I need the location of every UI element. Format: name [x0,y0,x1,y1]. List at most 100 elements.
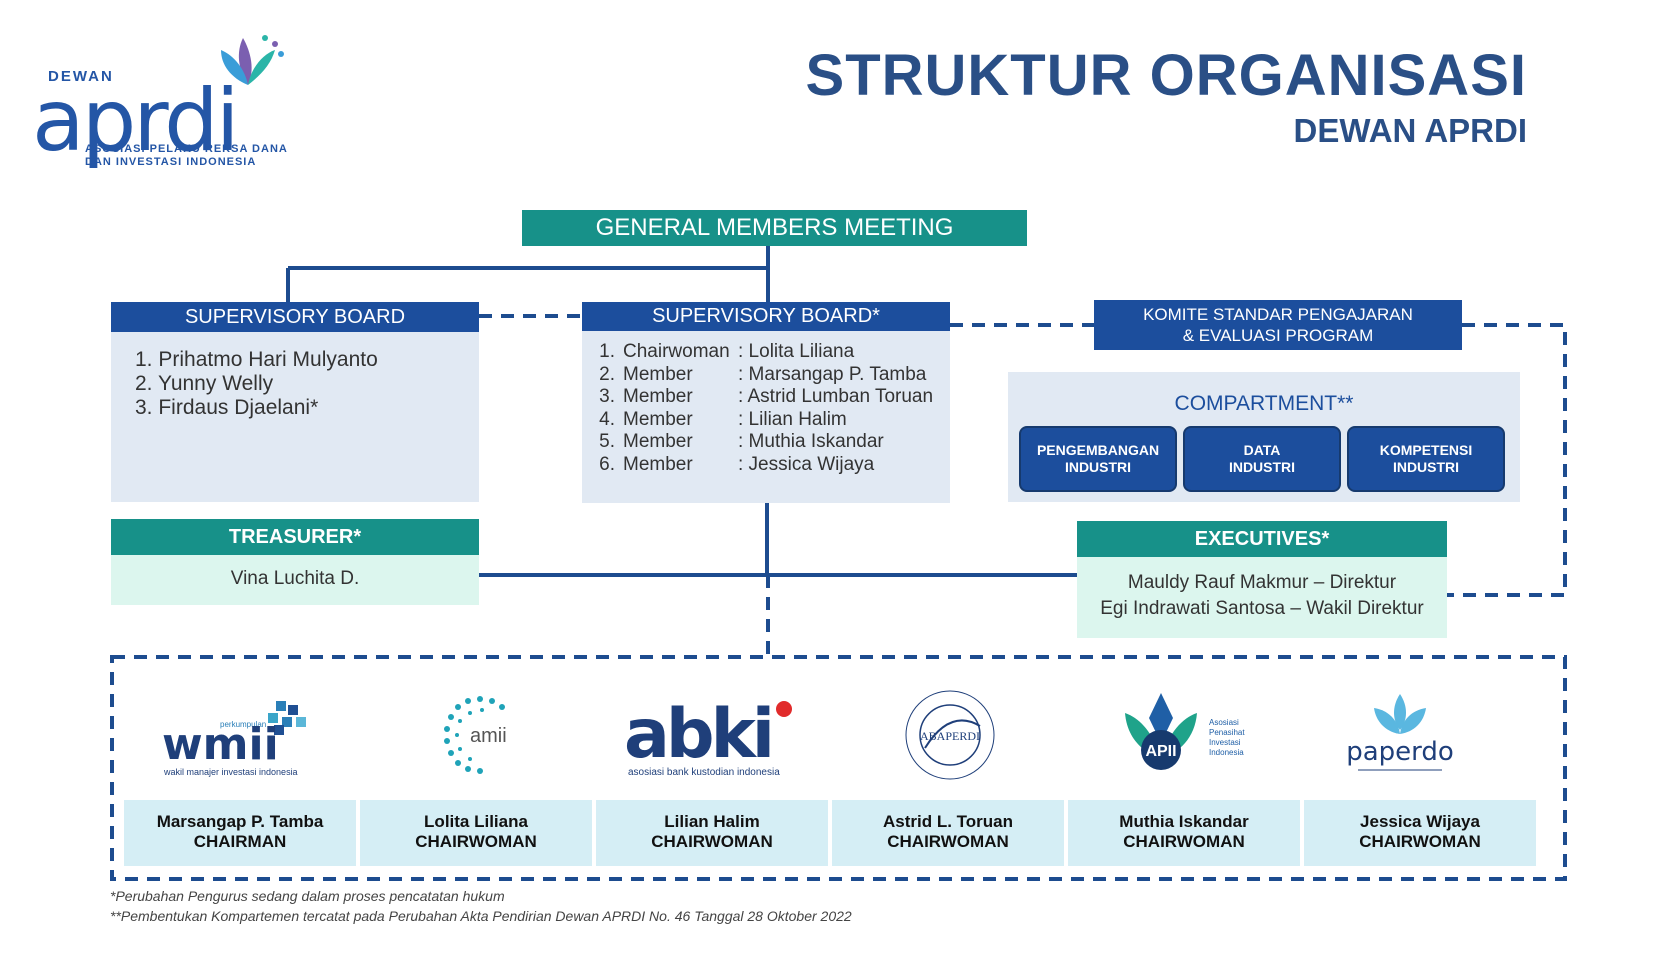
executive-director: Mauldy Rauf Makmur – Direktur [1127,572,1397,593]
apii-subtitle: Asosiasi Penasihat Investasi Indonesia [1209,718,1245,757]
supervisory-member: 2. Yunny Welly [135,372,274,395]
amii-logo: amii [430,688,530,783]
compartment-pengembangan-industri: PENGEMBANGAN INDUSTRI [1019,426,1177,492]
org-card-wmii: Marsangap P. Tamba CHAIRMAN [124,800,356,866]
abaperdi-logo-graphic: ABAPERDI [905,690,995,780]
org-chair-name: Lolita Liliana [424,812,528,831]
member-number: 5. [599,431,615,452]
aprdi-logo: DEWAN aprdi ASOSIASI PELAKU REKSA DANA D… [28,30,287,171]
page-subtitle: DEWAN APRDI [1293,112,1527,149]
org-card-abki: Lilian Halim CHAIRWOMAN [596,800,828,866]
compartment-item-line: DATA [1243,442,1281,458]
abaperdi-wordmark: ABAPERDI [920,729,980,743]
executives-list: Mauldy Rauf Makmur – Direktur Egi Indraw… [1077,557,1447,638]
treasurer-header: TREASURER* [111,519,479,555]
member-name: : Jessica Wijaya [738,453,875,475]
apii-logo-graphic: APII Asosiasi Penasihat Investasi Indone… [1125,693,1245,770]
org-card-paperdo: Jessica Wijaya CHAIRWOMAN [1304,800,1536,866]
treasurer-name: Vina Luchita D. [111,555,479,605]
compartment-item-line: KOMPETENSI [1379,442,1473,458]
member-role: Member [623,386,693,407]
member-name: : Lolita Liliana [738,341,855,362]
abaperdi-logo: ABAPERDI [900,688,1000,783]
supervisory-member: 3. Firdaus Djaelani* [135,396,319,419]
supervisory-member: 1. Prihatmo Hari Mulyanto [135,348,378,371]
abki-subtitle: asosiasi bank kustodian indonesia [628,767,780,778]
apii-logo: APII Asosiasi Penasihat Investasi Indone… [1115,688,1255,783]
org-chair-role: CHAIRWOMAN [415,832,537,851]
org-chair-role: CHAIRWOMAN [887,832,1009,851]
member-number: 1. [599,341,615,362]
logo-dewan-text: DEWAN [48,68,114,85]
member-role: Member [623,363,693,385]
member-name: : Marsangap P. Tamba [738,363,927,385]
org-card-abaperdi: Astrid L. Toruan CHAIRWOMAN [832,800,1064,866]
supervisory-member-row: 3. Member : Astrid Lumban Toruan [587,386,950,409]
member-role: Member [623,431,693,452]
compartment-item-line: INDUSTRI [1064,459,1132,475]
member-number: 2. [599,363,615,385]
supervisory-member-row: 2. Member : Marsangap P. Tamba [587,364,950,387]
lotus-icon [221,35,284,85]
compartment-kompetensi-industri: KOMPETENSI INDUSTRI [1347,426,1505,492]
member-name: : Lilian Halim [738,408,847,430]
paperdo-wordmark: paperdo [1346,737,1454,767]
komite-line-2: & EVALUASI PROGRAM [1182,326,1374,345]
supervisory-member-row: 6. Member : Jessica Wijaya [587,454,950,477]
org-chair-name: Lilian Halim [664,812,760,831]
amii-logo-graphic: amii [444,695,507,774]
org-chair-role: CHAIRMAN [193,832,287,851]
members-frame [110,655,1567,881]
general-members-meeting-box: GENERAL MEMBERS MEETING [522,210,1027,246]
supervisory-member-row: 4. Member : Lilian Halim [587,409,950,432]
logo-wordmark: aprdi [32,71,240,171]
amii-wordmark: amii [470,725,507,747]
abki-logo: abki asosiasi bank kustodian indonesia [620,688,795,783]
member-name: : Muthia Iskandar [738,431,884,452]
supervisory-board-right-header: SUPERVISORY BOARD* [582,302,950,331]
compartment-item-line: INDUSTRI [1392,459,1460,475]
member-role: Member [623,408,693,430]
org-chair-name: Marsangap P. Tamba [156,812,324,831]
executives-header: EXECUTIVES* [1077,521,1447,557]
org-chair-name: Jessica Wijaya [1360,812,1480,831]
supervisory-board-right-list: 1. Chairwoman : Lolita Liliana 2. Member… [582,331,950,503]
page-title: STRUKTUR ORGANISASI [805,43,1527,108]
executive-deputy-director: Egi Indrawati Santosa – Wakil Direktur [1100,598,1424,619]
supervisory-board-left-list: 1. Prihatmo Hari Mulyanto 2. Yunny Welly… [111,332,479,502]
wmii-subtitle: wakil manajer investasi indonesia [163,767,298,777]
compartment-box: COMPARTMENT** PENGEMBANGAN INDUSTRI DATA… [1008,372,1520,502]
dashed-komite-executives [1447,323,1567,597]
member-number: 3. [599,386,615,407]
org-chair-role: CHAIRWOMAN [651,832,773,851]
komite-line-1: KOMITE STANDAR PENGAJARAN [1143,305,1413,324]
footnote-kompartemen: **Pembentukan Kompartemen tercatat pada … [110,908,852,924]
supervisory-member-row: 1. Chairwoman : Lolita Liliana [587,341,950,364]
compartment-title: COMPARTMENT** [1174,392,1354,415]
logo-subtitle-1: ASOSIASI PELAKU REKSA DANA [85,143,288,155]
member-number: 6. [599,453,615,475]
member-name: : Astrid Lumban Toruan [738,386,934,407]
org-chair-name: Muthia Iskandar [1119,812,1249,831]
logo-subtitle-2: DAN INVESTASI INDONESIA [85,156,257,168]
wmii-logo: perkumpulan wmii wakil manajer investasi… [150,688,325,783]
member-role: Chairwoman [623,341,730,362]
abki-logo-graphic: abki asosiasi bank kustodian indonesia [624,695,792,778]
org-chair-name: Astrid L. Toruan [882,812,1013,831]
compartment-item-line: INDUSTRI [1228,459,1296,475]
paperdo-logo: paperdo [1340,688,1460,783]
org-card-apii: Muthia Iskandar CHAIRWOMAN [1068,800,1300,866]
compartment-item-line: PENGEMBANGAN [1036,442,1160,458]
org-chair-role: CHAIRWOMAN [1359,832,1481,851]
paperdo-logo-graphic: paperdo [1346,694,1454,771]
abki-wordmark: abki [624,695,771,774]
org-chair-role: CHAIRWOMAN [1123,832,1245,851]
footnote-pengurus: *Perubahan Pengurus sedang dalam proses … [110,888,505,904]
supervisory-member-row: 5. Member : Muthia Iskandar [587,431,950,454]
wmii-logo-graphic: perkumpulan wmii wakil manajer investasi… [162,700,306,777]
supervisory-board-left-header: SUPERVISORY BOARD [111,302,479,332]
member-number: 4. [599,408,615,430]
wmii-wordmark: wmii [162,719,279,770]
org-card-amii: Lolita Liliana CHAIRWOMAN [360,800,592,866]
